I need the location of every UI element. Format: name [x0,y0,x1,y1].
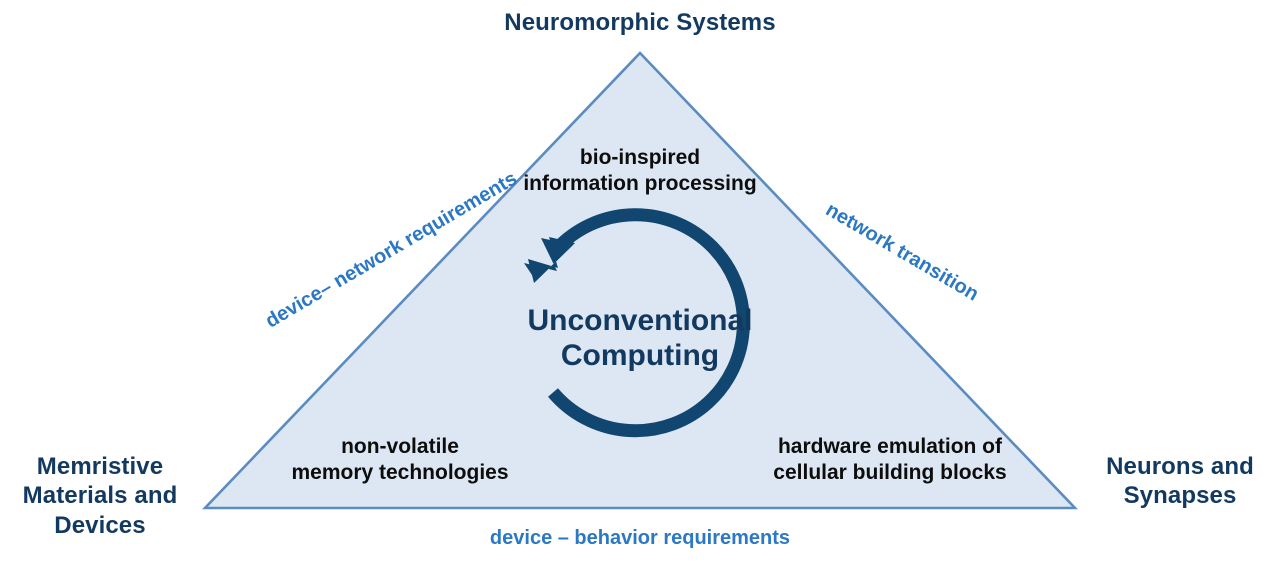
vertex-label-bottom-right: Neurons and Synapses [1106,453,1254,510]
triangle-shape [201,51,1079,510]
circular-arrow-icon [524,208,750,438]
inner-text-bottom-right: hardware emulation of cellular building … [773,435,1007,484]
center-concept-label: Unconventional Computing [527,304,753,373]
vertex-label-top: Neuromorphic Systems [504,9,776,36]
vertex-label-bottom-left: Memristive Materials and Devices [22,453,178,539]
edge-label-bottom: device – behavior requirements [489,527,791,549]
inner-text-top: bio-inspired information processing [523,146,757,195]
inner-text-bottom-left: non-volatile memory technologies [291,435,509,484]
